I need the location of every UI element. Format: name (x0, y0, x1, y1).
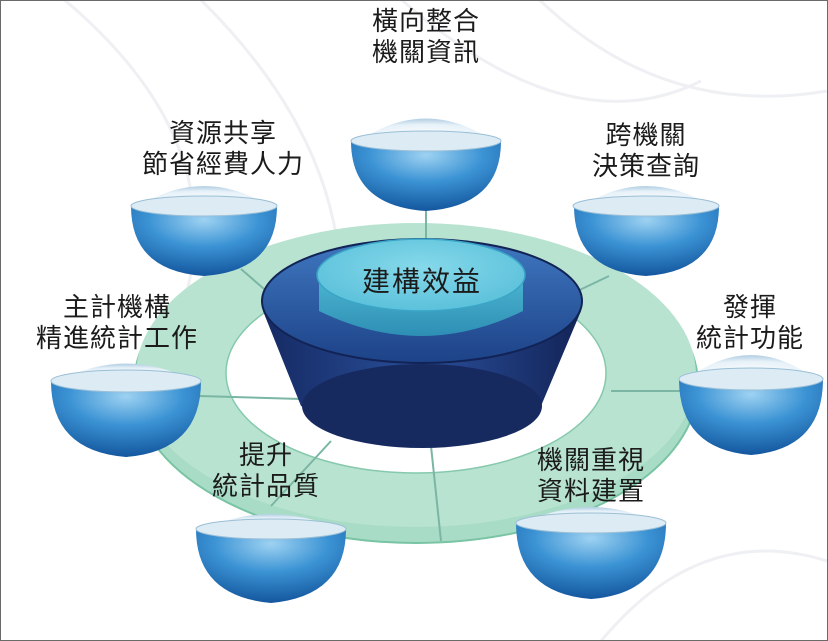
benefit-lower-right-line1: 機關重視 (536, 446, 645, 476)
benefit-label-left: 主計機構 精進統計工作 (1, 293, 233, 355)
benefit-upper-right-line1: 跨機關 (605, 121, 687, 151)
benefit-lower-left-line2: 統計品質 (211, 472, 320, 502)
benefit-label-upper-left: 資源共享 節省經費人力 (123, 119, 323, 181)
central-hub (261, 238, 583, 448)
hemisphere-lower-left (195, 514, 347, 603)
benefit-upper-right-line2: 決策查詢 (591, 152, 700, 182)
hemisphere-left (50, 363, 202, 457)
benefit-left-line1: 主計機構 (62, 293, 171, 323)
benefit-label-lower-left: 提升 統計品質 (186, 441, 346, 503)
benefit-right-line2: 統計功能 (695, 324, 804, 354)
hemisphere-upper-left (130, 186, 278, 276)
benefit-label-top: 橫向整合 機關資訊 (346, 7, 506, 69)
benefit-upper-left-line1: 資源共享 (168, 119, 277, 149)
benefit-top-line1: 橫向整合 (371, 7, 480, 37)
hemisphere-right (678, 355, 824, 455)
hemisphere-lower-right (515, 507, 667, 599)
center-label: 建構效益 (361, 265, 482, 298)
benefit-label-right: 發揮 統計功能 (677, 293, 823, 355)
hemispheres (50, 118, 824, 603)
benefit-label-upper-right: 跨機關 決策查詢 (561, 121, 731, 183)
benefit-right-line1: 發揮 (722, 293, 777, 323)
benefit-left-line2: 精進統計工作 (35, 324, 198, 354)
hemisphere-top (350, 118, 502, 211)
benefit-top-line2: 機關資訊 (371, 38, 480, 68)
benefit-lower-left-line1: 提升 (238, 441, 293, 471)
benefit-label-lower-right: 機關重視 資料建置 (506, 446, 676, 508)
benefit-lower-right-line2: 資料建置 (536, 477, 645, 507)
hemisphere-upper-right (572, 186, 720, 276)
benefit-upper-left-line2: 節省經費人力 (141, 150, 304, 180)
